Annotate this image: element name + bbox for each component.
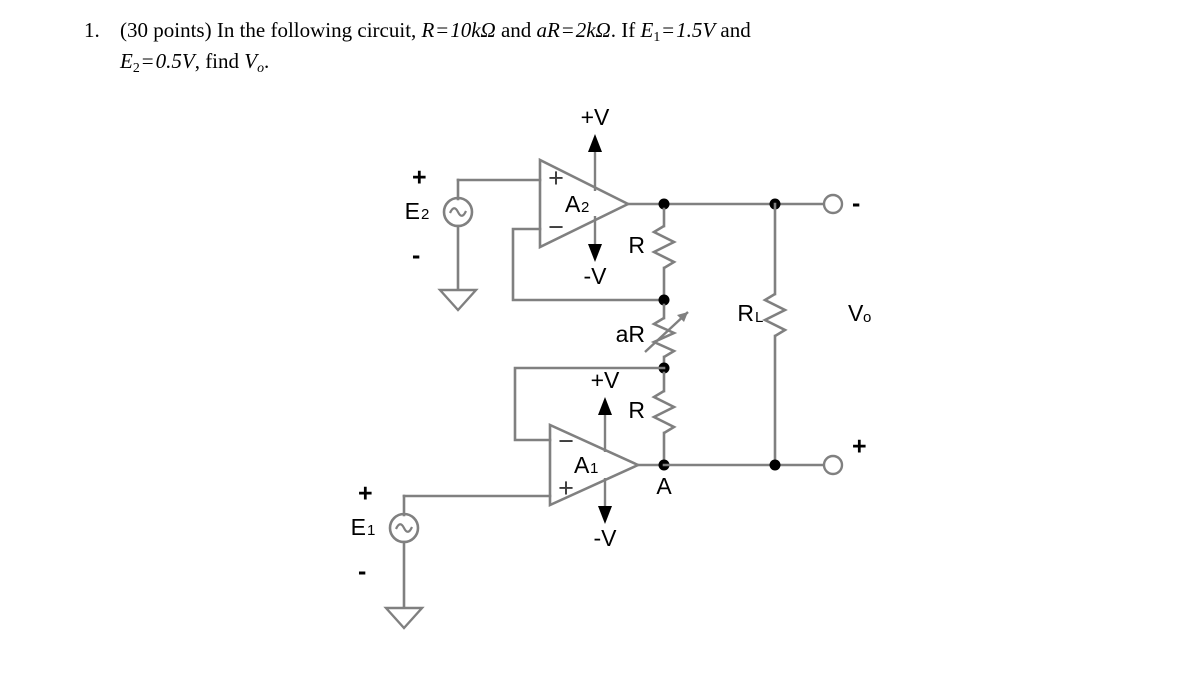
vo-subscript: o (257, 59, 265, 75)
a1-feedback-wire (513, 366, 666, 442)
opamp-a2-label-sub: 2 (581, 199, 589, 216)
r-value: 10kΩ (450, 18, 496, 42)
a2-vneg-label: -V (584, 263, 608, 289)
output-terminal-positive[interactable] (822, 454, 844, 476)
r-top-label: R (628, 232, 645, 258)
equals-3: = (662, 18, 675, 42)
a2-vneg-arrow-icon (588, 244, 602, 262)
points-label: (30 points) (120, 18, 212, 42)
e1-label: E (351, 514, 366, 540)
e2-minus-sign: - (412, 242, 420, 270)
opamp-a1-label: A (574, 452, 590, 478)
circuit-svg: E 2 + - + − A 2 +V -V + - (351, 104, 871, 630)
find-text: find (205, 48, 240, 73)
ar-symbol: aR (536, 18, 560, 42)
output-voltage-label: V (848, 300, 864, 326)
a1-vneg-label: -V (594, 525, 618, 551)
ar-wiper-arrow-icon (677, 312, 688, 322)
rl-label: R (737, 300, 754, 326)
e2-sine-glyph (448, 207, 468, 217)
output-bottom-rail-group: + (662, 433, 867, 476)
source-e1-group: E 1 + - (351, 480, 552, 630)
opamp-a1-plus-input: + (558, 473, 574, 503)
opamp-a1-group: − + A 1 +V -V (513, 366, 666, 551)
circuit-diagram: E 2 + - + − A 2 +V -V + - (0, 96, 1179, 681)
e2-label-sub: 2 (421, 206, 429, 223)
opamp-a2-label: A (565, 191, 581, 217)
question-number: 1. (84, 18, 100, 42)
output-terminal-negative[interactable] (822, 193, 844, 215)
source-e2-group: E 2 + - (405, 164, 542, 312)
question-body: (30 points) In the following circuit, R=… (120, 16, 1104, 77)
r-bottom-zigzag (651, 389, 677, 435)
opamp-a1-label-sub: 1 (590, 460, 598, 477)
problem-statement: 1. (30 points) In the following circuit,… (84, 16, 1104, 77)
opamp-a2-body (538, 157, 631, 250)
output-terminal-plus-label: + (852, 433, 867, 461)
e2-subscript: 2 (132, 59, 140, 75)
a2-vpos-arrow-icon (588, 134, 602, 152)
a1-vpos-arrow-icon (598, 397, 612, 415)
e1-symbol: E (640, 18, 654, 42)
ar-value: 2kΩ (575, 18, 611, 42)
e1-value: 1.5V (676, 18, 716, 42)
resistor-r-bottom-group: R (628, 371, 677, 462)
e1-label-sub: 1 (367, 522, 375, 539)
rl-label-sub: L (755, 309, 763, 326)
e2-label-text: E (405, 198, 420, 224)
resistor-rl-group: R L (737, 202, 788, 467)
e2-symbol: E (120, 48, 133, 73)
period-1: . (610, 18, 616, 42)
e1-plus-sign: + (358, 480, 373, 508)
output-top-rail-group: + - (658, 190, 860, 218)
equals-4: = (141, 48, 154, 73)
rl-zigzag (762, 292, 788, 338)
a2-feedback-wire (511, 227, 666, 302)
equals-1: = (436, 18, 449, 42)
node-dot-mid-upper (658, 294, 670, 306)
ar-label: aR (616, 321, 645, 347)
a2-vpos-label: +V (581, 104, 610, 130)
and-2: and (720, 18, 751, 42)
equals-2: = (561, 18, 574, 42)
comma-1: , (194, 48, 200, 73)
resistor-r-top-group: R (628, 207, 677, 297)
output-terminal-minus-label: - (852, 190, 860, 218)
e1-minus-sign: - (358, 558, 366, 586)
e2-value: 0.5V (155, 48, 195, 73)
a1-vneg-arrow-icon (598, 506, 612, 524)
lead-text: In the following circuit, (216, 18, 417, 42)
ground-icon-e1 (383, 606, 425, 630)
output-voltage-sub: o (863, 309, 871, 326)
e1-subscript: 1 (653, 28, 661, 44)
opamp-a1-minus-input: − (558, 426, 574, 456)
resistor-ar-group: aR (616, 303, 689, 365)
r-bottom-label: R (628, 397, 645, 423)
opamp-a2-group: + − A 2 +V -V (511, 104, 666, 302)
r-symbol: R (421, 18, 435, 42)
r-top-zigzag (651, 224, 677, 270)
a1-vpos-label: +V (591, 367, 620, 393)
e2-label: E (405, 198, 420, 224)
e1-sine-glyph (394, 523, 414, 533)
ground-icon-e2 (437, 288, 479, 312)
if-text: If (621, 18, 636, 42)
node-a-label: A (656, 473, 672, 499)
opamp-a2-plus-input: + (548, 163, 564, 193)
opamp-a1-body (548, 422, 642, 508)
node-dot-top-left (658, 198, 670, 210)
period-2: . (264, 48, 270, 73)
and-1: and (500, 18, 532, 42)
e2-plus-sign: + (412, 164, 427, 192)
node-dot-bottom-load (769, 459, 781, 471)
opamp-a2-minus-input: − (548, 212, 564, 242)
vo-symbol: V (244, 48, 258, 73)
ar-zigzag (650, 316, 678, 359)
